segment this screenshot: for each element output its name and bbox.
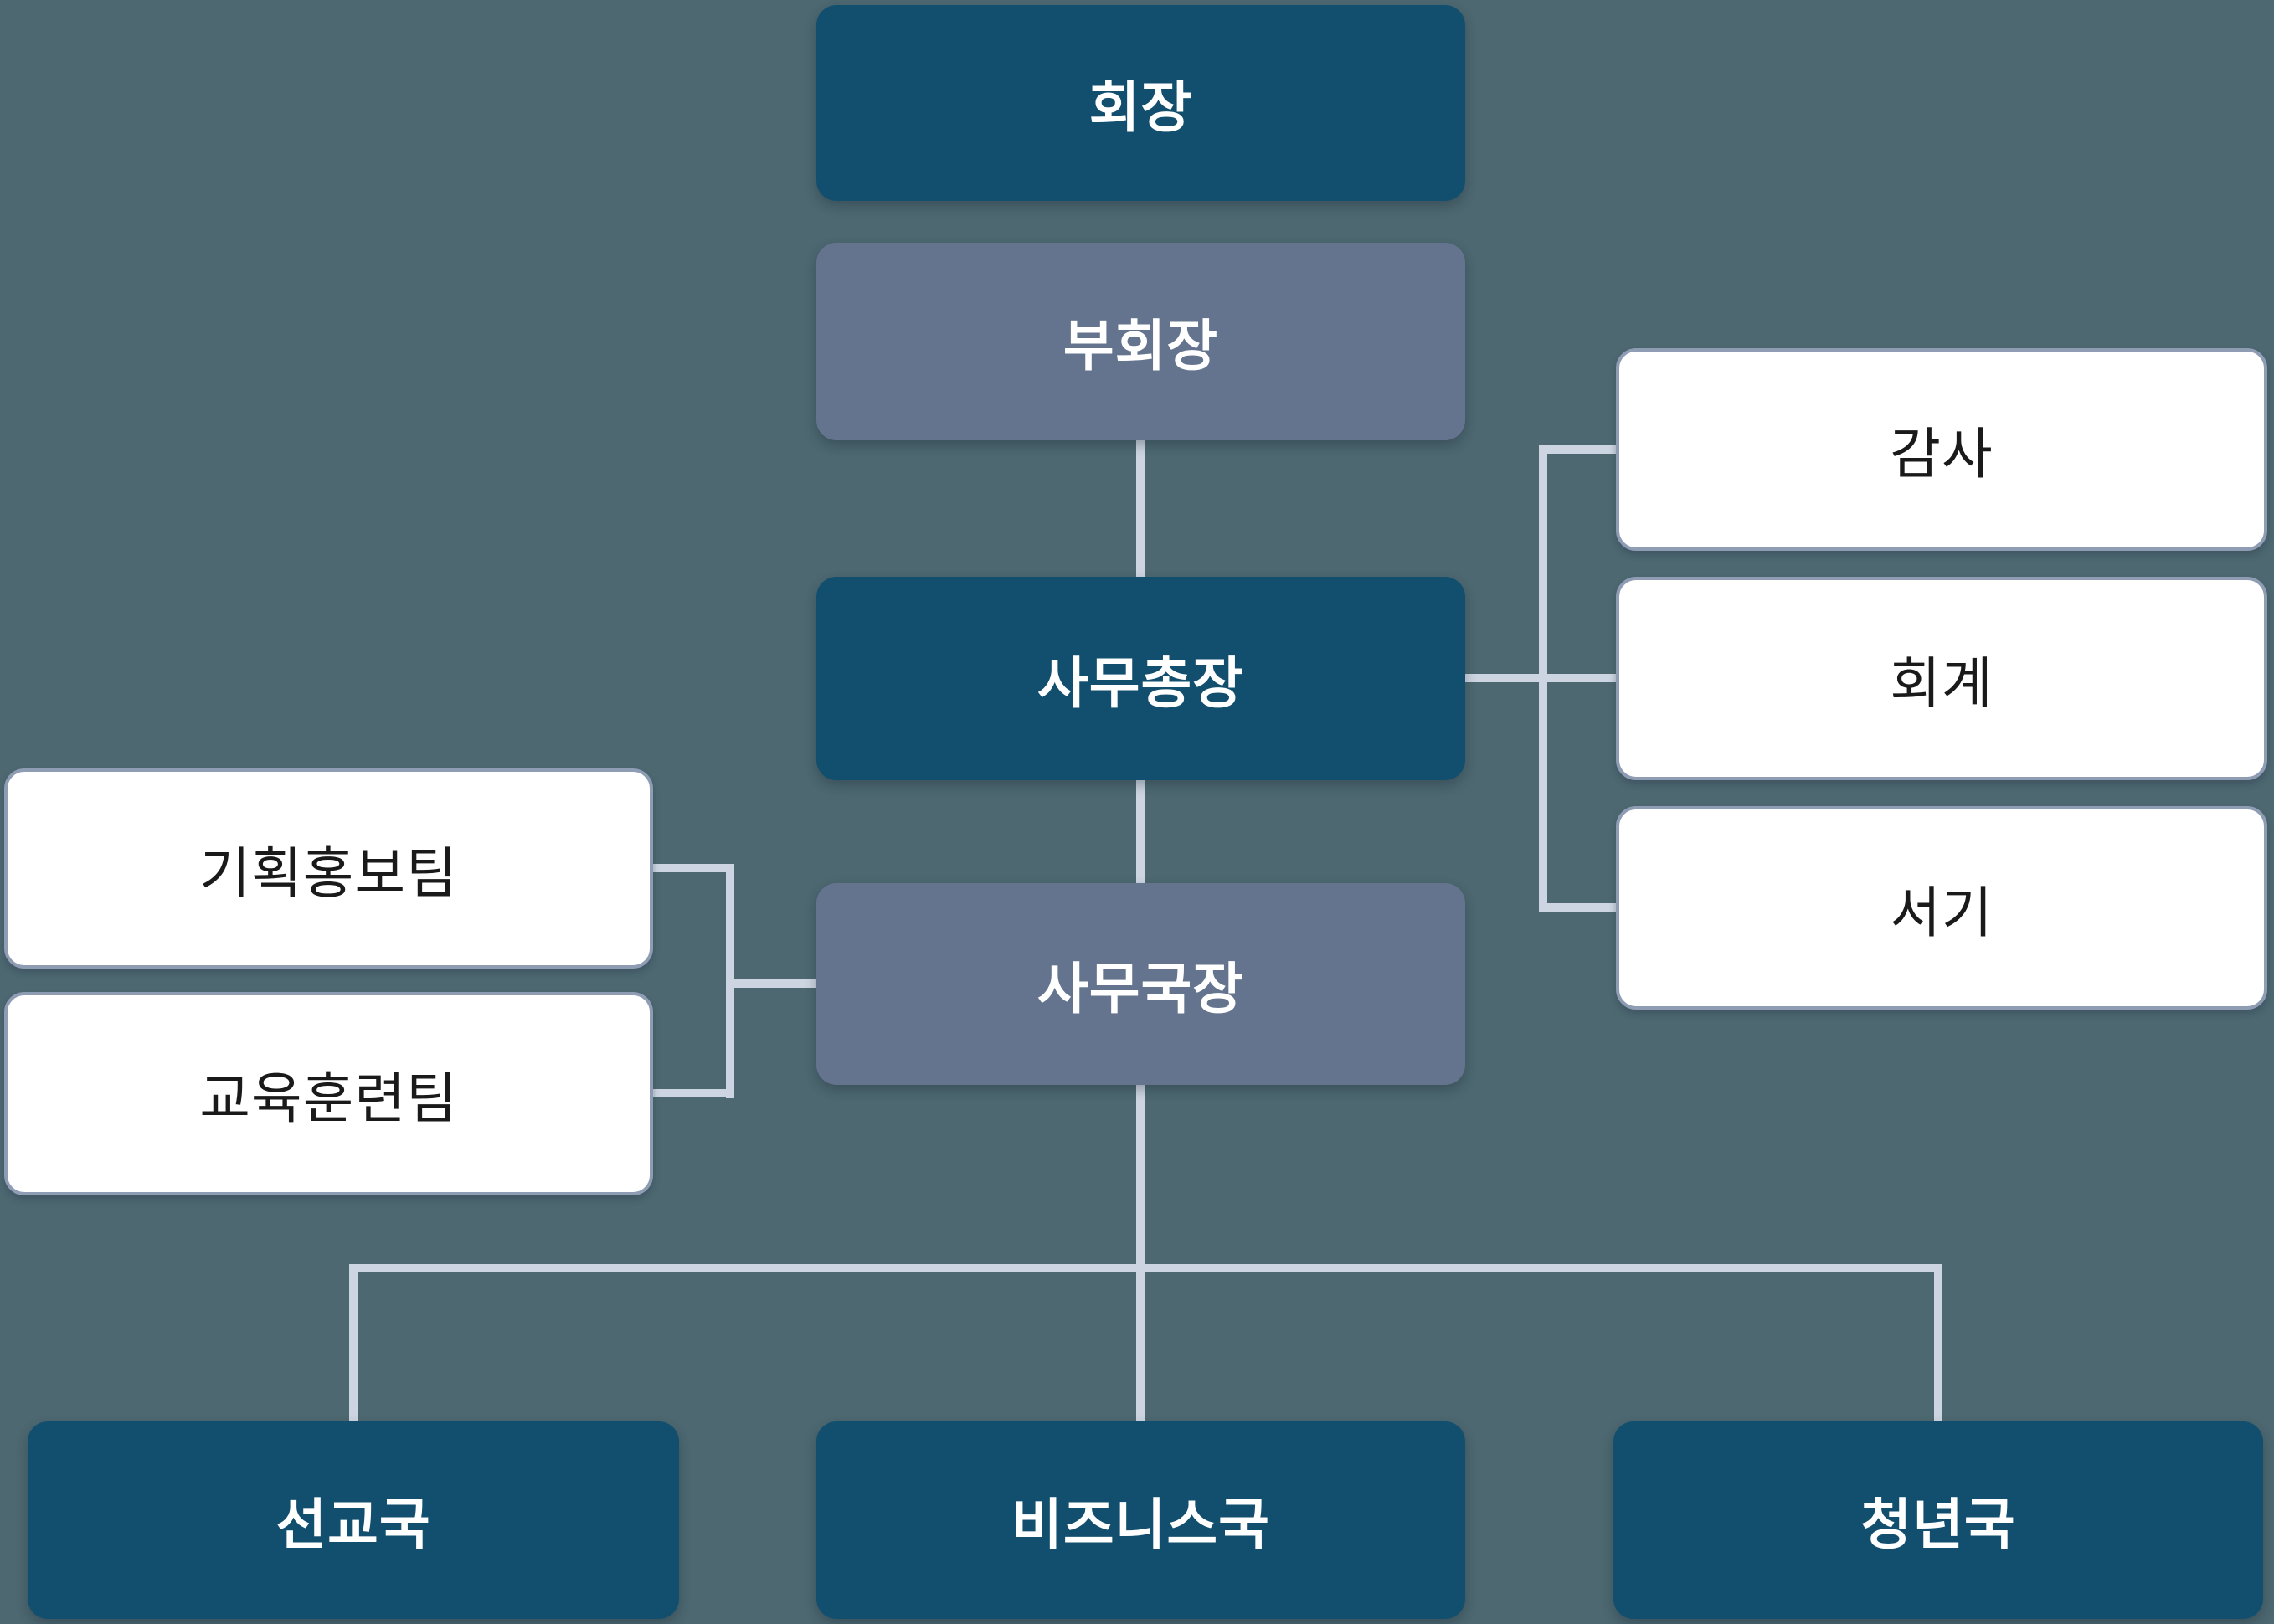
connector-drop-mission-dept: [349, 1264, 358, 1423]
connector-branch-clerk: [1539, 903, 1623, 912]
node-chairman-label: 회장: [1088, 76, 1193, 138]
connector-branch-accounting: [1465, 674, 1623, 682]
node-audit-label: 감사: [1890, 423, 1994, 485]
node-clerk-label: 서기: [1890, 881, 1994, 943]
connector-office-director-to-bottom-row: [1136, 1085, 1145, 1423]
connector-bottom-row-horizontal: [349, 1264, 1942, 1272]
node-secretary-general: 사무총장: [816, 577, 1465, 780]
node-youth-dept-label: 청년국: [1860, 1493, 2016, 1555]
connector-branch-education-training-team: [650, 1089, 734, 1097]
connector-branch-planning-pr-team: [650, 864, 734, 872]
node-mission-dept: 선교국: [28, 1421, 679, 1619]
node-office-director-label: 사무국장: [1037, 957, 1244, 1020]
node-education-training-team-label: 교육훈련팀: [199, 1066, 458, 1129]
connector-vice-chairman-to-secretary-general: [1136, 439, 1145, 578]
node-accounting-label: 회계: [1890, 651, 1994, 714]
node-accounting: 회계: [1616, 577, 2267, 780]
connector-secretary-general-to-office-director: [1136, 780, 1145, 885]
node-planning-pr-team-label: 기획홍보팀: [199, 841, 458, 904]
connector-drop-youth-dept: [1934, 1264, 1942, 1423]
node-youth-dept: 청년국: [1613, 1421, 2263, 1619]
node-business-dept: 비즈니스국: [816, 1421, 1465, 1619]
node-education-training-team: 교육훈련팀: [4, 992, 653, 1195]
node-vice-chairman: 부회장: [816, 243, 1465, 440]
node-secretary-general-label: 사무총장: [1037, 651, 1244, 714]
connector-branch-audit: [1539, 445, 1623, 454]
connector-left-bracket-to-office-director: [726, 979, 820, 988]
node-business-dept-label: 비즈니스국: [1011, 1493, 1270, 1555]
node-clerk: 서기: [1616, 806, 2267, 1010]
node-audit: 감사: [1616, 348, 2267, 551]
node-office-director: 사무국장: [816, 883, 1465, 1085]
node-planning-pr-team: 기획홍보팀: [4, 768, 653, 969]
node-vice-chairman-label: 부회장: [1062, 315, 1219, 377]
node-chairman: 회장: [816, 5, 1465, 201]
node-mission-dept-label: 선교국: [275, 1493, 431, 1555]
